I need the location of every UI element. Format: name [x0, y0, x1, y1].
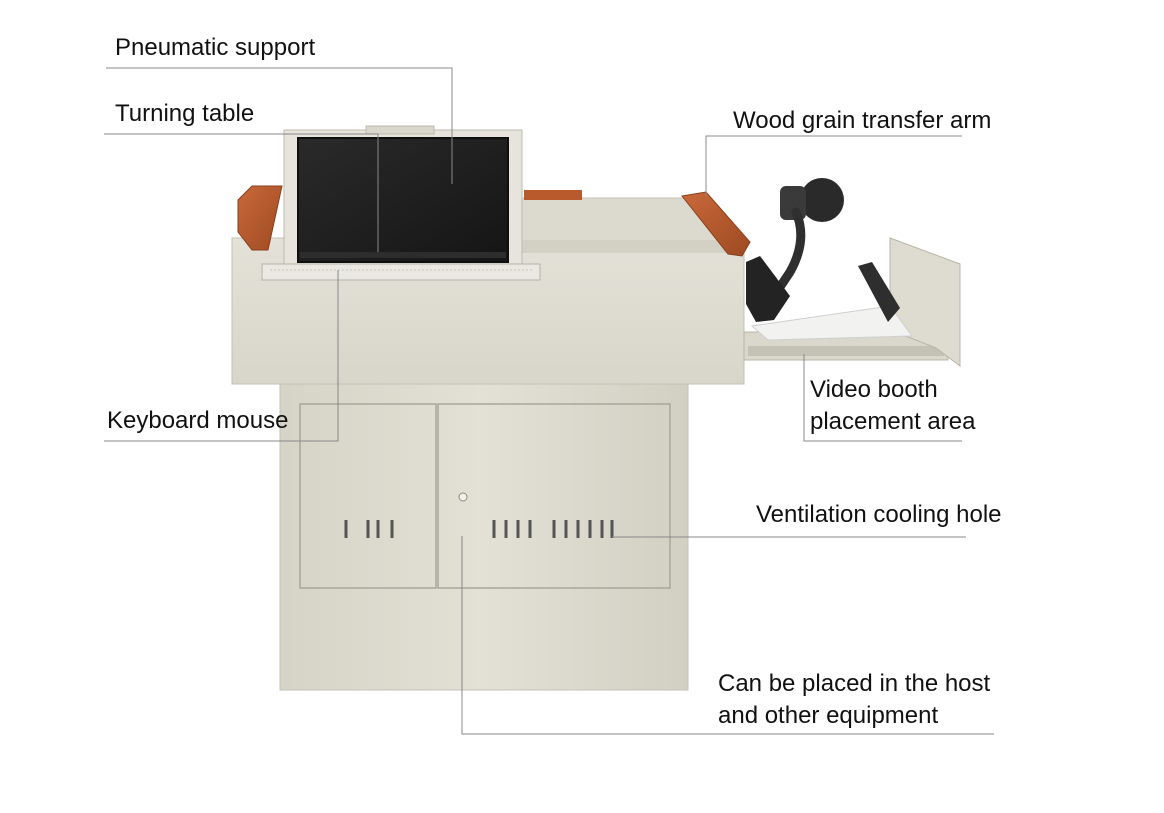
keyboard-mouse-leader: [104, 270, 339, 442]
wood-armrests: [237, 185, 751, 257]
label-wood-grain-arm: Wood grain transfer arm: [733, 107, 992, 134]
label-video-booth-line2: placement area: [810, 408, 976, 435]
label-keyboard-mouse: Keyboard mouse: [107, 407, 289, 434]
label-turning-table: Turning table: [115, 100, 255, 127]
monitor-assembly: [261, 125, 541, 281]
host-leader: [461, 536, 994, 735]
right-wood-armrest: [681, 191, 751, 257]
label-host-line2: and other equipment: [718, 702, 939, 729]
turning-table-leader: [104, 133, 379, 252]
ventilation-slots-right: [492, 520, 614, 538]
document-area: [750, 305, 913, 341]
label-ventilation: Ventilation cooling hole: [756, 501, 1002, 528]
pneumatic-support-leader: [106, 67, 453, 184]
back-wood-strip: [524, 190, 582, 200]
door-lock-icon: [458, 492, 468, 502]
label-host-line1: Can be placed in the host: [718, 670, 991, 697]
video-booth-tray: [743, 237, 961, 367]
video-booth-leader: [803, 354, 962, 442]
keyboard-tray: [261, 263, 541, 281]
wood-grain-arm-leader: [705, 135, 962, 196]
monitor-screen: [297, 137, 509, 263]
label-pneumatic-support: Pneumatic support: [115, 34, 316, 61]
lower-cabinet: [279, 379, 689, 691]
left-wood-armrest: [237, 185, 283, 251]
document-camera-icon: [746, 178, 844, 322]
left-door-panel: [299, 403, 437, 589]
leader-lines: [104, 67, 994, 735]
ventilation-slots-left: [344, 520, 394, 538]
label-video-booth-line1: Video booth: [810, 376, 938, 403]
right-door-panel: [437, 403, 671, 589]
booth-holder: [858, 262, 900, 322]
